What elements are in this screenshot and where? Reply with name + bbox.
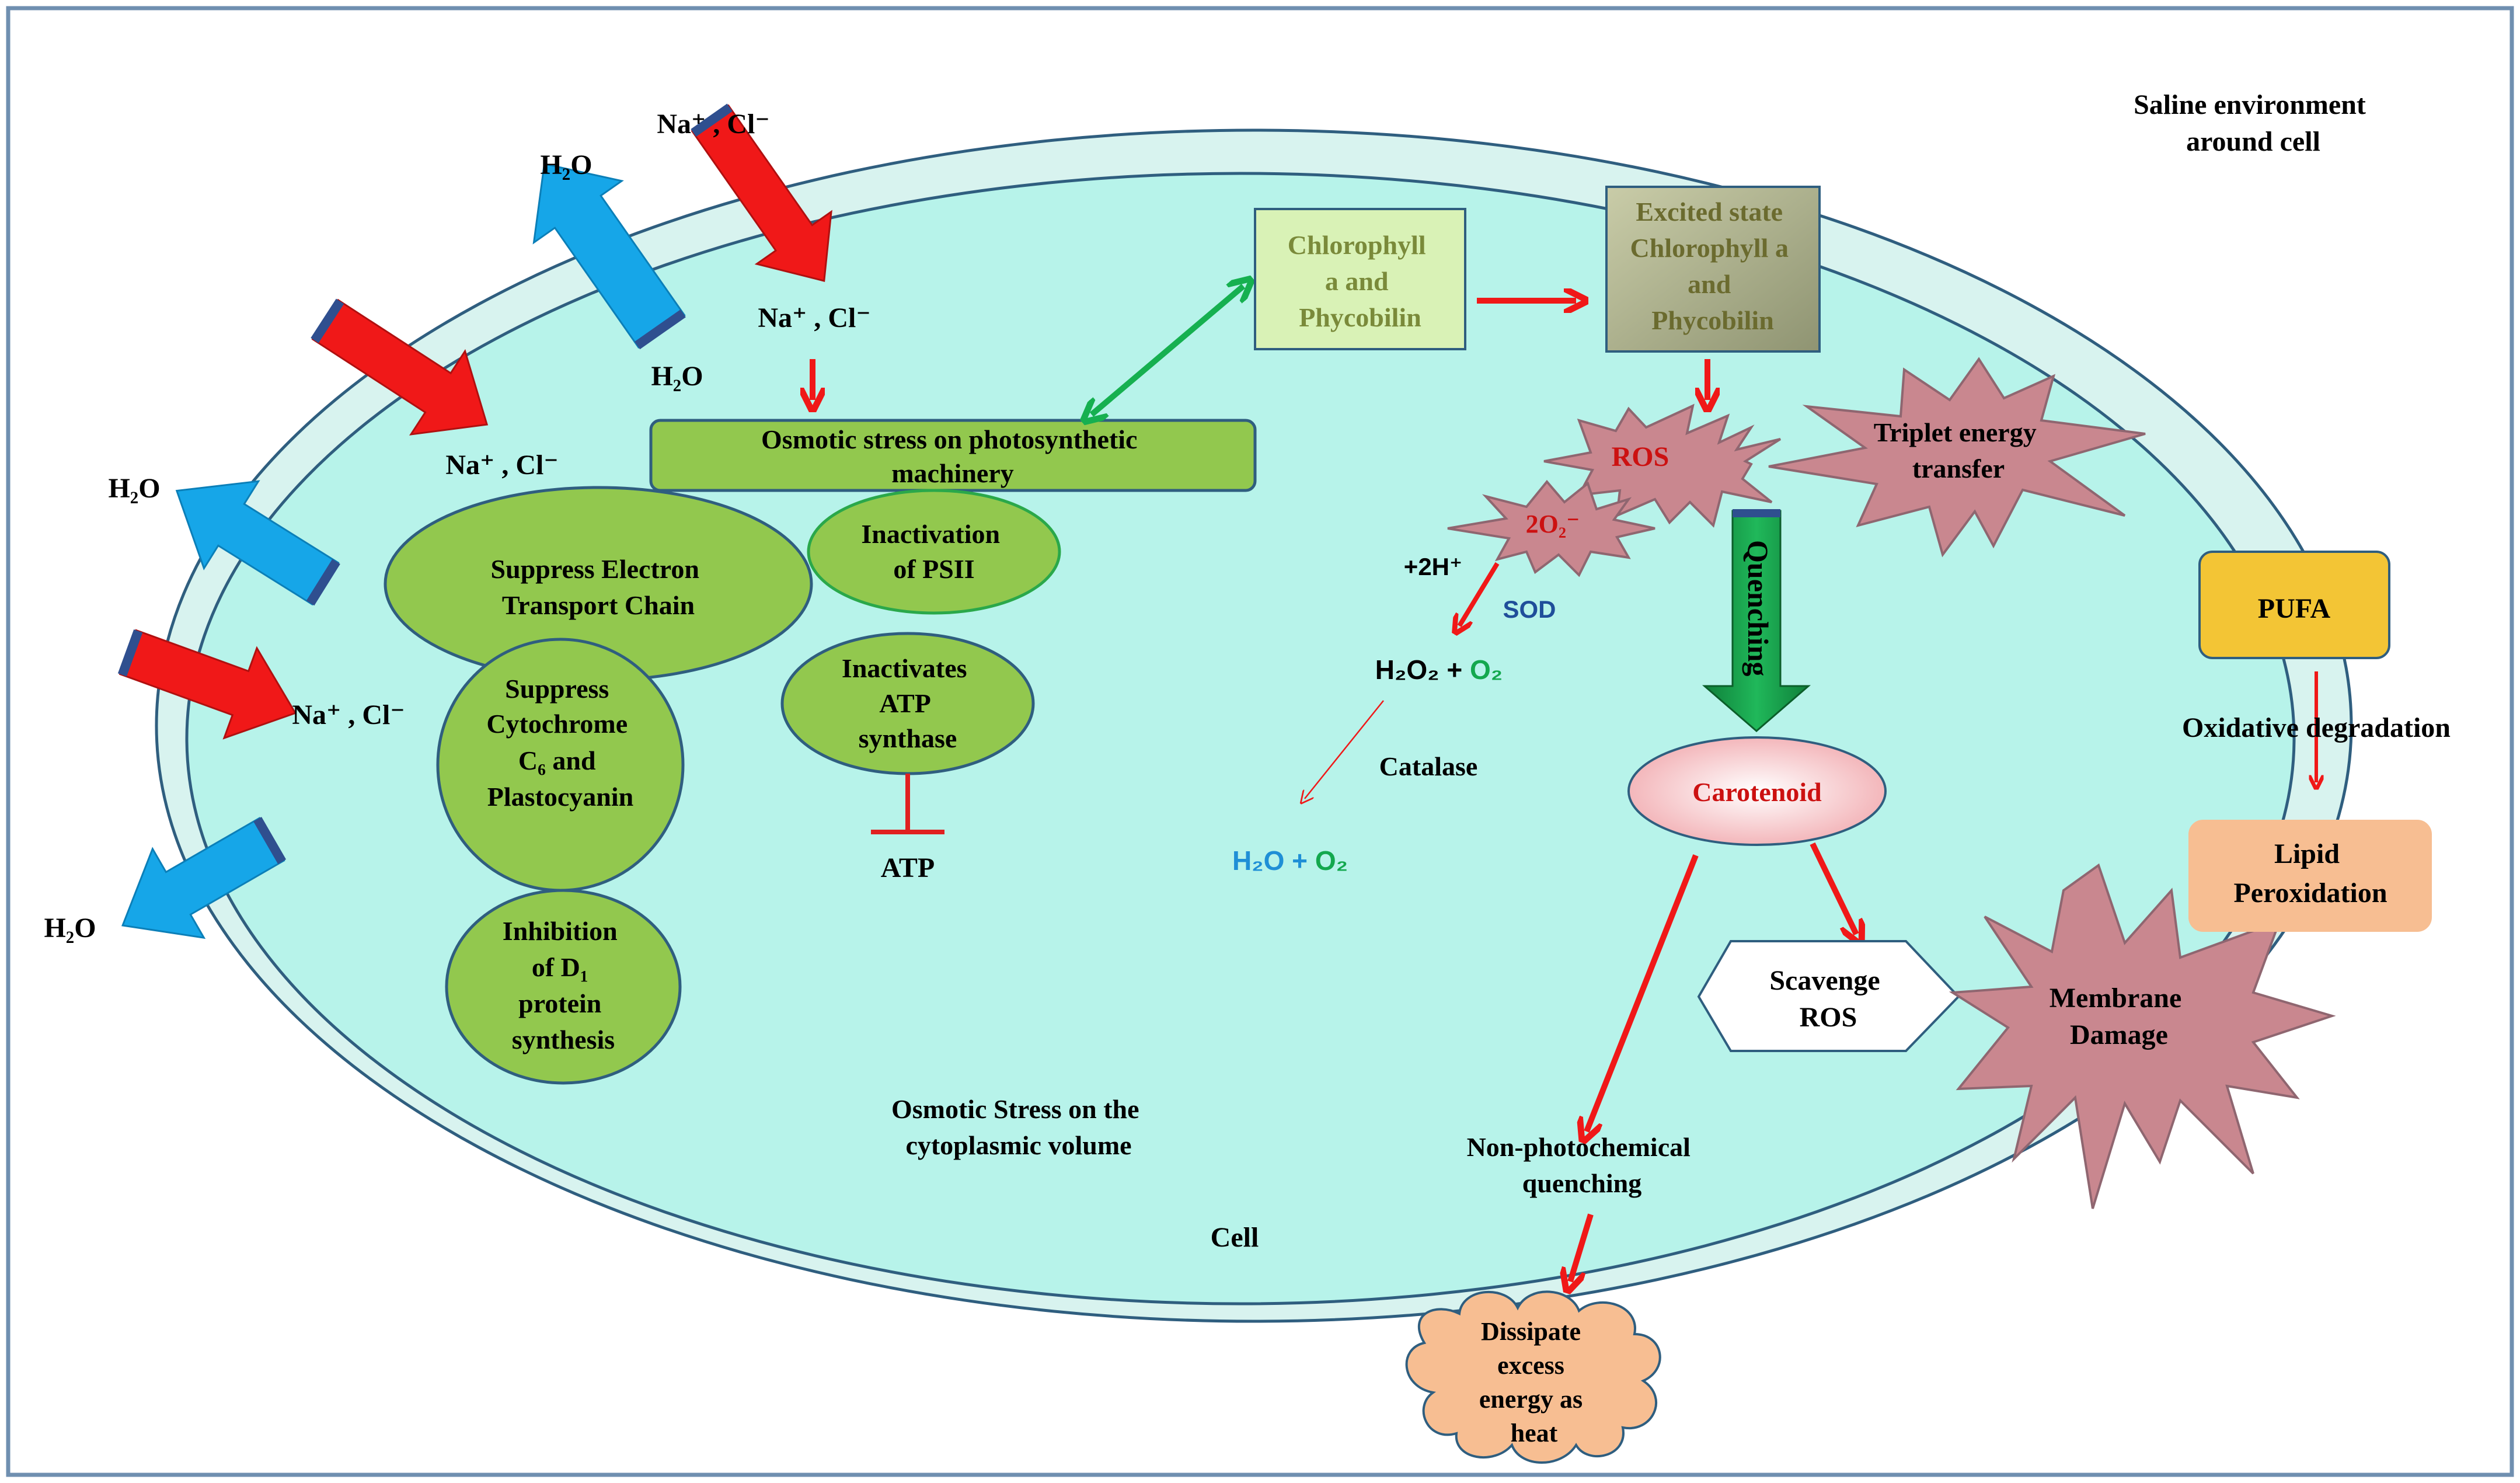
membrane-damage-text: Membrane Damage xyxy=(2050,983,2189,1050)
triplet-energy-text: Triplet energy transfer xyxy=(1874,417,2043,483)
inactivation-psii-ellipse xyxy=(807,489,1061,615)
arrow-osmotic-chlorophyll xyxy=(1092,286,1243,415)
water-efflux-arrow-left-upper xyxy=(175,480,340,606)
inhibition-d1-ellipse xyxy=(445,889,682,1085)
ros-text: ROS xyxy=(1612,441,1669,472)
quenching-text: Quenching xyxy=(1742,540,1775,676)
h2o-label-left-upper: H₂O xyxy=(108,473,160,504)
nacl-influx-arrow-top xyxy=(691,103,832,282)
dissipate-text: Dissipate excess energy as heat xyxy=(1479,1317,1589,1447)
osmotic-cytoplasmic-label: Osmotic Stress on the cytoplasmic volume xyxy=(891,1094,1146,1160)
catalase-label: Catalase xyxy=(1379,751,1478,781)
superoxide-text: 2O₂⁻ xyxy=(1526,510,1580,538)
carotenoid-text: Carotenoid xyxy=(1692,777,1822,807)
excited-state-box xyxy=(1605,186,1821,353)
superoxide-star xyxy=(1447,479,1655,577)
suppress-etc-text: Suppress Electron Transport Chain xyxy=(491,554,706,620)
lipid-peroxidation-box xyxy=(2188,820,2432,932)
triplet-energy-star xyxy=(1768,357,2146,558)
osmotic-stress-photosynthetic-text: Osmotic stress on photosynthetic machine… xyxy=(761,424,1144,488)
pufa-box xyxy=(2198,551,2390,659)
scavenge-ros-hexagon xyxy=(1697,940,1960,1052)
sod-label: SOD xyxy=(1503,596,1556,623)
membrane-damage-star xyxy=(1949,863,2336,1209)
water-efflux-arrow-top xyxy=(532,162,686,350)
npq-text: Non-photochemical quenching xyxy=(1467,1132,1698,1198)
scavenge-ros-text: Scavenge ROS xyxy=(1769,965,1887,1033)
arrow-carotenoid-to-scavenge xyxy=(1810,842,1856,934)
nacl-influx-arrow-upper-left xyxy=(311,298,489,436)
carotenoid-ellipse xyxy=(1627,736,1887,846)
h2o-o2-label: H₂O + O₂ xyxy=(1232,845,1348,876)
h2o-label-left-lower: H₂O xyxy=(44,913,96,944)
quenching-arrow: Quenching xyxy=(1702,509,1811,732)
pufa-text: PUFA xyxy=(2258,593,2331,624)
lipid-peroxidation-text: Lipid Peroxidation xyxy=(2233,838,2387,908)
two-h-label: +2H⁺ xyxy=(1404,553,1462,580)
suppress-cytochrome-text: Suppress Cytochrome C₆ and Plastocyanin xyxy=(486,674,634,812)
atp-label: ATP xyxy=(881,852,935,883)
nacl-label-inner-top: Na⁺ , Cl⁻ xyxy=(758,302,870,333)
inactivation-psii-text: Inactivation of PSII xyxy=(861,519,1006,584)
oxidative-degradation-label: Oxidative degradation xyxy=(2182,712,2451,743)
arrow-superoxide-to-h2o2 xyxy=(1459,562,1500,626)
inhibition-d1-text: Inhibition of D₁ protein synthesis xyxy=(503,916,624,1054)
h2o2-o2-label: H₂O₂ + O₂ xyxy=(1375,655,1503,685)
cell-label: Cell xyxy=(1211,1222,1259,1253)
h2o-label-top: H₂O xyxy=(540,149,592,180)
arrow-npq-to-dissipate xyxy=(1570,1213,1594,1282)
nacl-label-top: Na⁺ , Cl⁻ xyxy=(657,109,769,140)
excited-state-text: Excited state Chlorophyll a and Phycobil… xyxy=(1630,197,1796,335)
arrow-carotenoid-to-npq xyxy=(1587,854,1699,1132)
arrow-h2o2-to-h2o xyxy=(1305,700,1384,799)
h2o-label-inner: H₂O xyxy=(651,361,703,392)
nacl-label-left: Na⁺ , Cl⁻ xyxy=(292,699,405,730)
saline-environment-label: Saline environment around cell xyxy=(2134,89,2373,157)
nacl-label-inner-left: Na⁺ , Cl⁻ xyxy=(445,450,558,481)
water-efflux-arrow-left-lower xyxy=(121,817,287,939)
nacl-influx-arrow-left xyxy=(117,629,297,740)
inactivates-atp-synthase-text: Inactivates ATP synthase xyxy=(842,653,974,753)
chlorophyll-box xyxy=(1254,208,1466,350)
chlorophyll-text: Chlorophyll a and Phycobilin xyxy=(1288,230,1432,332)
dissipate-cloud xyxy=(1405,1290,1661,1464)
ros-star xyxy=(1543,403,1782,528)
